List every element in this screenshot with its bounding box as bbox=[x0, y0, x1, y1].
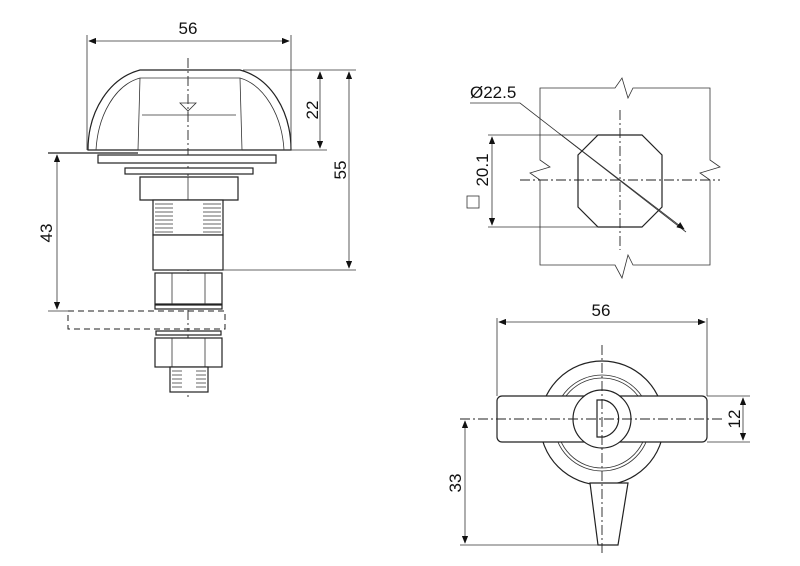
cutout-view: Ø22.5 20.1 bbox=[466, 77, 721, 280]
hex-nut bbox=[154, 337, 223, 368]
dim-total-height: 55 bbox=[331, 161, 350, 180]
lever-handle bbox=[589, 482, 629, 546]
cap-dome bbox=[87, 69, 292, 151]
extension-lines bbox=[460, 318, 750, 546]
dim-bar-width: 12 bbox=[725, 410, 744, 429]
washer bbox=[124, 167, 254, 175]
washer bbox=[154, 304, 223, 310]
extension-lines bbox=[48, 35, 356, 312]
panel-break-outline bbox=[529, 77, 721, 280]
side-view: 56 22 55 43 bbox=[37, 19, 356, 400]
keyhole-icon bbox=[596, 399, 620, 438]
nut-edges bbox=[171, 338, 206, 367]
hex-nut bbox=[139, 176, 239, 201]
dimension-line-diameter bbox=[559, 133, 685, 230]
cam-outline-dashed bbox=[67, 310, 226, 330]
dim-top-width: 56 bbox=[592, 301, 611, 320]
dim-cutout-diameter: Ø22.5 bbox=[470, 83, 516, 102]
dim-grip-range: 43 bbox=[37, 224, 56, 243]
cutout-shape bbox=[577, 134, 663, 228]
lock-body bbox=[152, 234, 224, 271]
panel bbox=[97, 154, 277, 164]
leader-line bbox=[470, 102, 687, 233]
top-view: 56 12 33 bbox=[446, 301, 750, 555]
washer bbox=[155, 330, 222, 336]
dim-cap-height: 22 bbox=[303, 101, 322, 120]
dim-cutout-square: 20.1 bbox=[473, 153, 492, 186]
extension-lines bbox=[488, 134, 598, 228]
hex-nut bbox=[154, 272, 223, 305]
thread-lines bbox=[155, 203, 221, 233]
nut-edges bbox=[171, 273, 206, 304]
stud-threads bbox=[172, 370, 206, 388]
arrow-marker-icon bbox=[179, 102, 197, 120]
cap-inner-outline bbox=[95, 77, 285, 151]
square-symbol-icon bbox=[466, 195, 480, 209]
cap-detail-lines bbox=[137, 77, 243, 151]
threaded-body bbox=[152, 199, 224, 236]
dim-handle-length: 33 bbox=[446, 474, 465, 493]
dim-side-width: 56 bbox=[179, 19, 198, 38]
